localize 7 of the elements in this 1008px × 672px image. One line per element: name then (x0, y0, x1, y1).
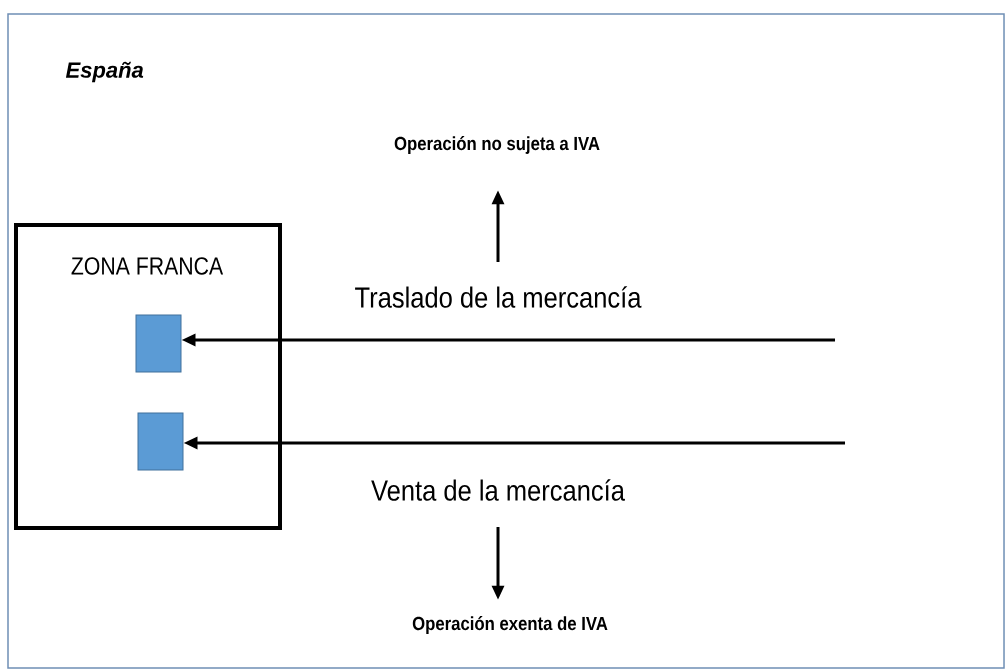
result-label: Operación no sujeta a IVA (394, 136, 600, 154)
result-label: Operación exenta de IVA (412, 616, 608, 634)
square-block (137, 412, 184, 471)
zone-box: ZONA FRANCA (14, 223, 282, 530)
square-block (135, 314, 182, 373)
operation-label: Traslado de la mercancía (355, 286, 642, 308)
operation-label: Venta de la mercancía (371, 479, 625, 501)
